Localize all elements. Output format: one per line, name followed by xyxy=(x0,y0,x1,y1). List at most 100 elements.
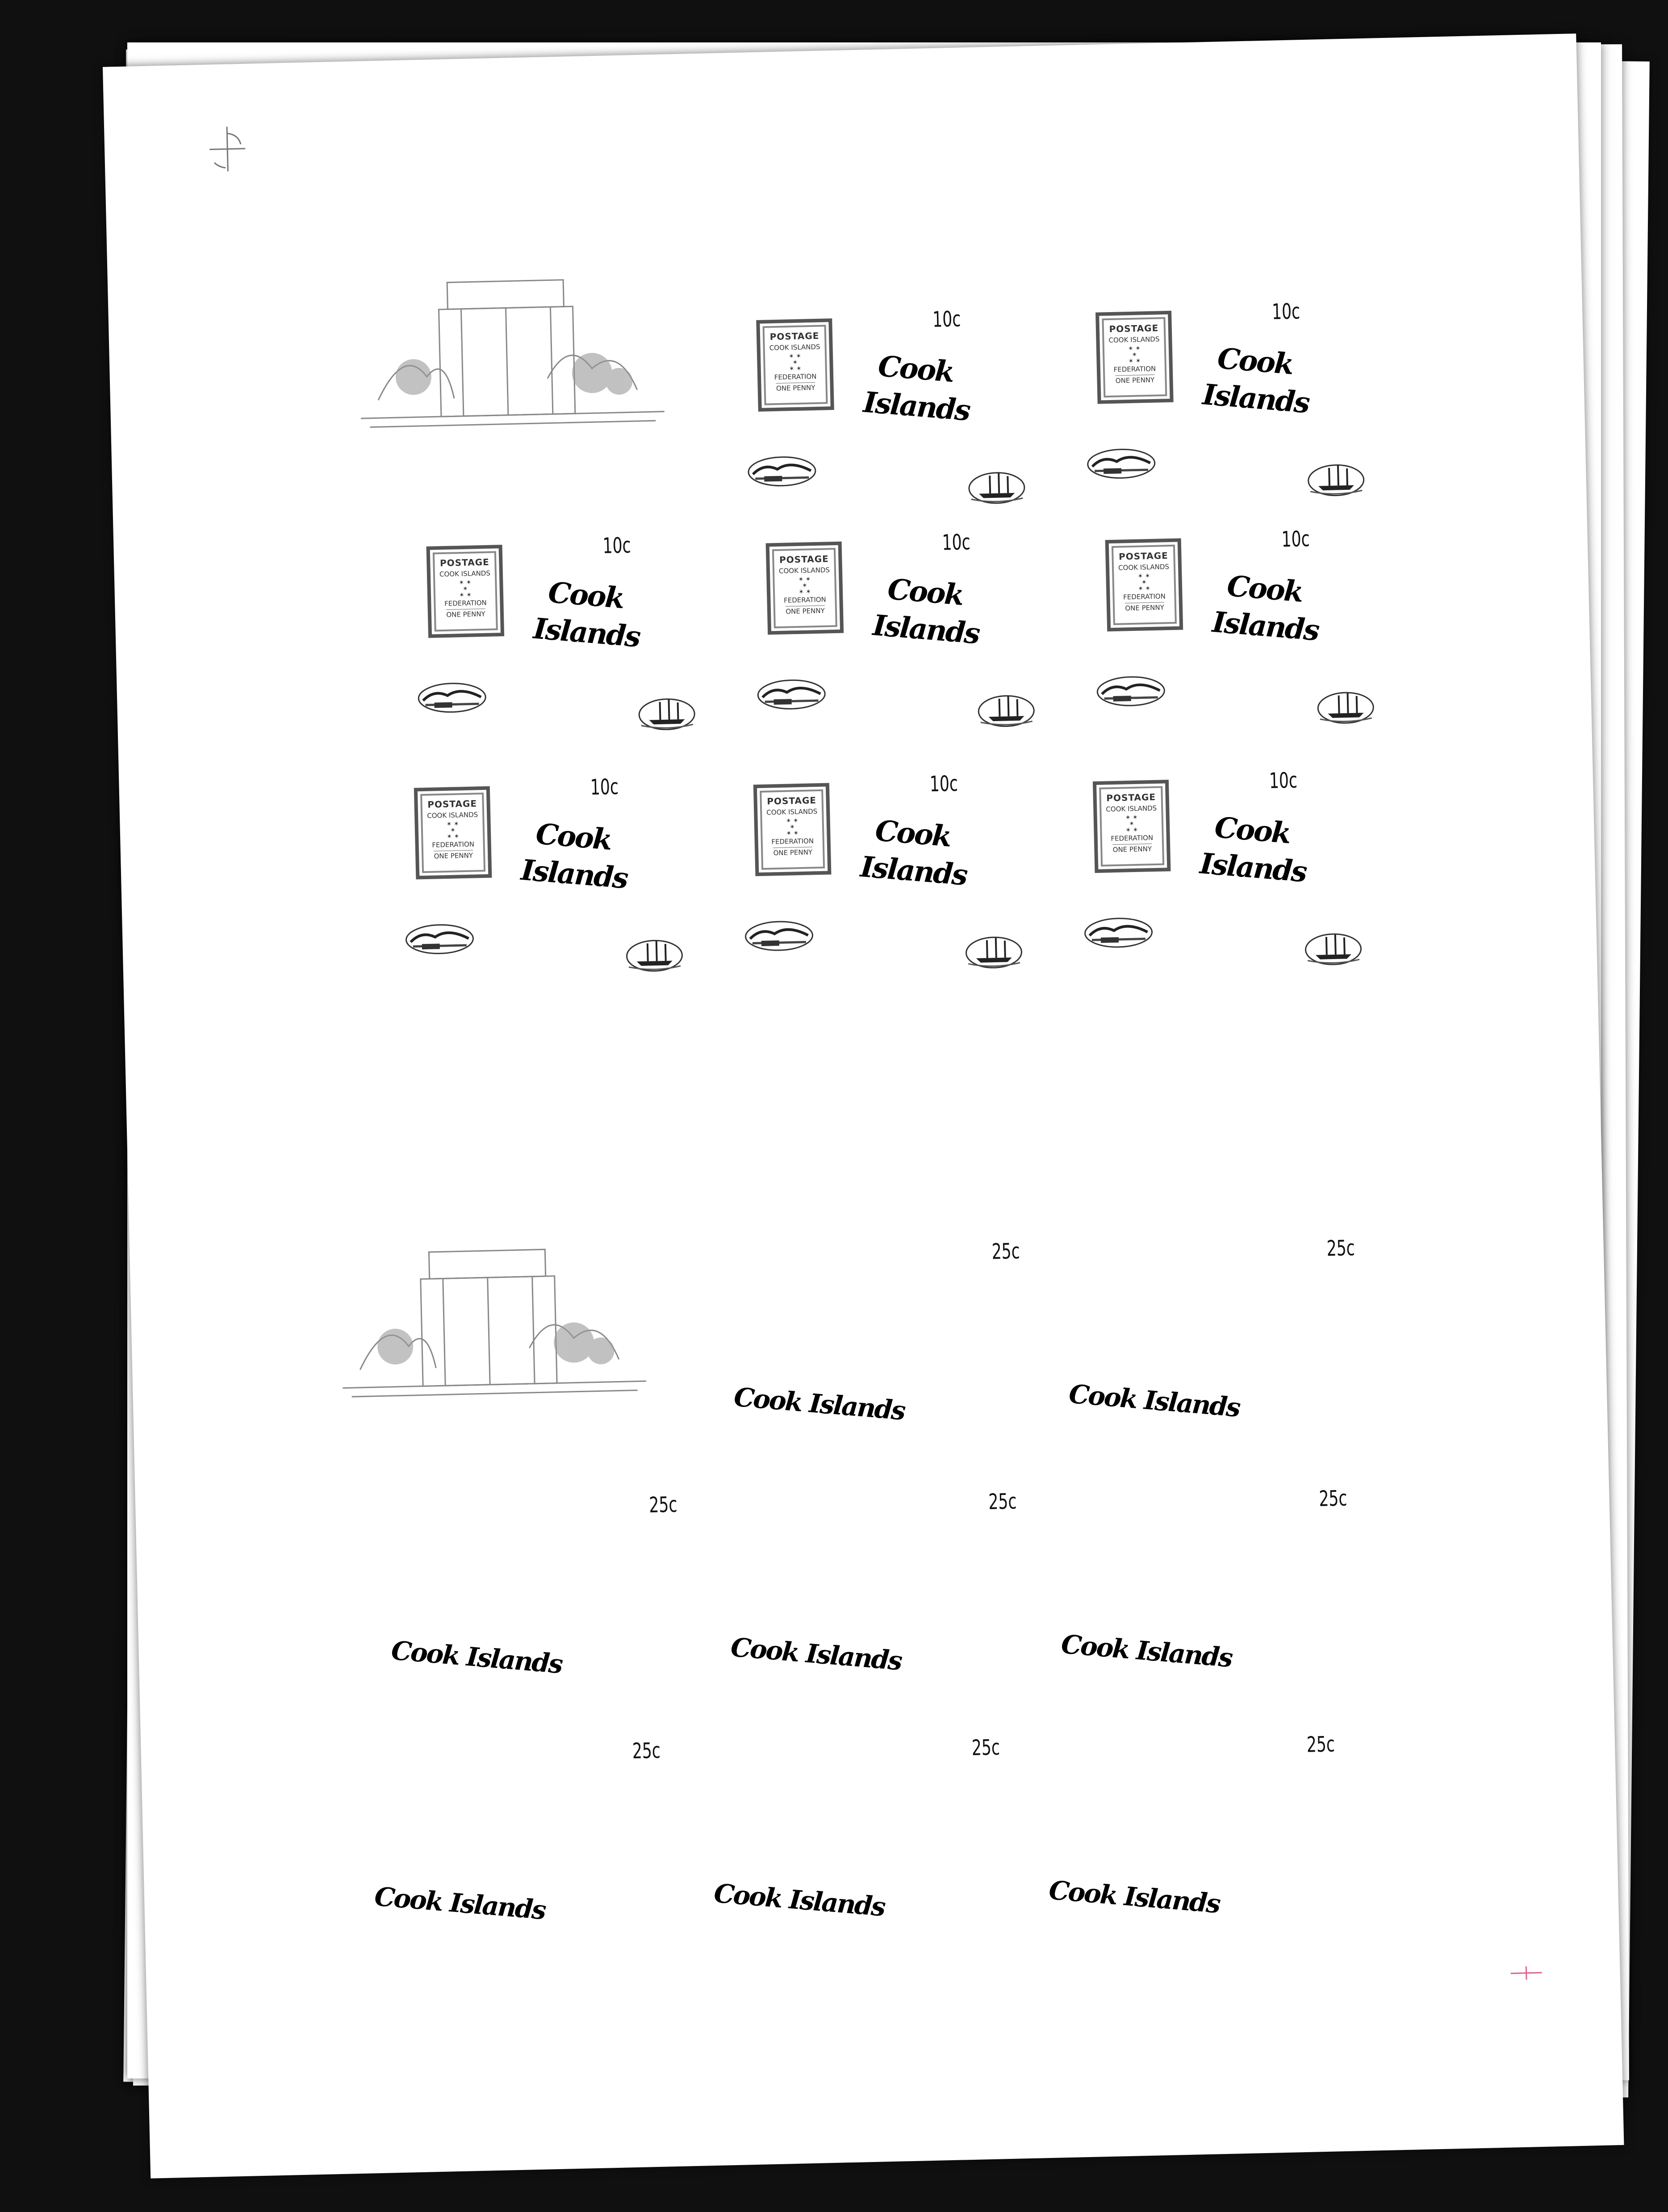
mini-stamp-federation: POSTAGE COOK ISLANDS ✶ ✶✶✶ ✶ FEDERATION … xyxy=(756,318,834,412)
denomination-10c: 10c xyxy=(932,306,961,332)
ship-vignette-icon xyxy=(978,695,1035,727)
denomination-25c: 25c xyxy=(1306,1732,1335,1757)
mini-stamp-cook-islands: COOK ISLANDS xyxy=(778,566,830,575)
mini-stamp-federation-label: FEDERATION xyxy=(1113,364,1156,374)
country-name-line2: Islands xyxy=(1201,378,1310,420)
pink-mark-corner xyxy=(1510,1966,1542,1980)
ship-vignette-icon xyxy=(1308,464,1365,497)
ship-vignette-icon xyxy=(1305,933,1362,965)
mini-stamp-postage: POSTAGE xyxy=(779,553,829,565)
country-name-line1: Cook xyxy=(877,349,955,389)
mini-stamp-federation: POSTAGE COOK ISLANDS ✶ ✶✶✶ ✶ FEDERATION … xyxy=(765,541,844,635)
mini-stamp-federation-label: FEDERATION xyxy=(774,372,817,382)
pencil-mark-corner xyxy=(209,126,246,171)
country-name: Cook Islands xyxy=(1048,1874,1221,1919)
denomination-10c: 10c xyxy=(590,774,619,800)
mini-stamp-postage: POSTAGE xyxy=(769,330,819,342)
country-name-line2: Islands xyxy=(519,853,629,896)
mini-stamp-one-penny: ONE PENNY xyxy=(786,605,825,616)
mini-stamp-cook-islands: COOK ISLANDS xyxy=(1118,563,1170,572)
country-name: Cook Islands xyxy=(373,1881,547,1926)
mini-stamp-cook-islands: COOK ISLANDS xyxy=(427,810,478,820)
denomination-25c: 25c xyxy=(1326,1235,1355,1261)
mini-stamp-federation-label: FEDERATION xyxy=(432,840,475,849)
mini-stamp-postage: POSTAGE xyxy=(439,556,490,569)
mini-stamp-postage: POSTAGE xyxy=(767,795,817,807)
country-name-line1: Cook xyxy=(1213,810,1292,851)
mini-stamp-federation-label: FEDERATION xyxy=(1111,834,1154,843)
mini-stamp-federation: POSTAGE COOK ISLANDS ✶ ✶✶✶ ✶ FEDERATION … xyxy=(1095,310,1174,404)
denomination-25c: 25c xyxy=(991,1239,1020,1265)
mini-stamp-federation-label: FEDERATION xyxy=(771,837,814,846)
denomination-10c: 10c xyxy=(1281,526,1310,552)
ship-vignette-icon xyxy=(626,939,683,972)
mini-stamp-cook-islands: COOK ISLANDS xyxy=(439,569,491,579)
denomination-25c: 25c xyxy=(988,1489,1017,1515)
star-cluster-icon: ✶ ✶✶✶ ✶ xyxy=(798,576,811,596)
country-name-line1: Cook xyxy=(1225,569,1304,609)
proof-sheet: POSTAGE COOK ISLANDS ✶ ✶✶✶ ✶ FEDERATION … xyxy=(103,33,1624,2179)
mini-stamp-cook-islands: COOK ISLANDS xyxy=(1108,335,1160,345)
country-name: Cook Islands xyxy=(713,1878,886,1923)
denomination-10c: 10c xyxy=(1269,768,1298,794)
star-cluster-icon: ✶ ✶✶✶ ✶ xyxy=(788,352,802,373)
country-name-line2: Islands xyxy=(532,612,641,654)
mini-stamp-one-penny: ONE PENNY xyxy=(1115,374,1155,385)
mini-stamp-one-penny: ONE PENNY xyxy=(1125,602,1164,613)
mini-stamp-federation: POSTAGE COOK ISLANDS ✶ ✶✶✶ ✶ FEDERATION … xyxy=(753,783,832,876)
country-name: Cook Islands xyxy=(732,1381,906,1426)
country-name-line1: Cook xyxy=(1216,342,1294,382)
ship-vignette-icon xyxy=(1317,692,1374,724)
country-name-line1: Cook xyxy=(874,814,952,854)
building-vignette-top xyxy=(360,279,665,428)
mini-stamp-federation-label: FEDERATION xyxy=(1123,592,1166,601)
mini-stamp-federation: POSTAGE COOK ISLANDS ✶ ✶✶✶ ✶ FEDERATION … xyxy=(414,786,492,880)
harbour-vignette-icon xyxy=(757,679,826,710)
denomination-25c: 25c xyxy=(648,1492,677,1518)
mini-stamp-federation-label: FEDERATION xyxy=(444,598,487,608)
denomination-25c: 25c xyxy=(632,1738,661,1764)
country-name-line2: Islands xyxy=(1211,605,1320,648)
mini-stamp-federation: POSTAGE COOK ISLANDS ✶ ✶✶✶ ✶ FEDERATION … xyxy=(426,544,505,638)
country-name-line2: Islands xyxy=(871,609,981,651)
mini-stamp-postage: POSTAGE xyxy=(427,798,477,810)
ship-vignette-icon xyxy=(968,472,1025,504)
country-name: Cook Islands xyxy=(390,1635,563,1680)
country-name-line2: Islands xyxy=(862,385,971,428)
mini-stamp-one-penny: ONE PENNY xyxy=(776,382,815,392)
ship-vignette-icon xyxy=(638,698,695,730)
mini-stamp-cook-islands: COOK ISLANDS xyxy=(766,807,818,817)
harbour-vignette-icon xyxy=(748,456,816,487)
denomination-25c: 25c xyxy=(971,1735,1000,1761)
mini-stamp-federation: POSTAGE COOK ISLANDS ✶ ✶✶✶ ✶ FEDERATION … xyxy=(1105,538,1183,632)
harbour-vignette-icon xyxy=(1084,918,1153,948)
star-cluster-icon: ✶ ✶✶✶ ✶ xyxy=(1128,345,1141,365)
country-name-line1: Cook xyxy=(547,576,625,616)
denomination-10c: 10c xyxy=(1271,299,1300,325)
harbour-vignette-icon xyxy=(1096,676,1165,706)
harbour-vignette-icon xyxy=(1087,448,1156,479)
country-name-line1: Cook xyxy=(886,572,965,612)
country-name-line1: Cook xyxy=(535,817,613,857)
mini-stamp-postage: POSTAGE xyxy=(1106,791,1156,804)
mini-stamp-one-penny: ONE PENNY xyxy=(1112,843,1152,854)
denomination-10c: 10c xyxy=(942,530,971,555)
harbour-vignette-icon xyxy=(418,683,486,713)
mini-stamp-cook-islands: COOK ISLANDS xyxy=(769,342,820,352)
mini-stamp-postage: POSTAGE xyxy=(1118,550,1169,562)
country-name-line2: Islands xyxy=(1198,847,1308,889)
denomination-10c: 10c xyxy=(929,771,958,797)
top-stamp-grid: POSTAGE COOK ISLANDS ✶ ✶✶✶ ✶ FEDERATION … xyxy=(103,33,1576,972)
star-cluster-icon: ✶ ✶✶✶ ✶ xyxy=(786,817,799,837)
mini-stamp-postage: POSTAGE xyxy=(1109,322,1159,335)
harbour-vignette-icon xyxy=(745,921,814,951)
mini-stamp-one-penny: ONE PENNY xyxy=(434,850,473,860)
star-cluster-icon: ✶ ✶✶✶ ✶ xyxy=(459,579,472,599)
mini-stamp-one-penny: ONE PENNY xyxy=(446,608,485,619)
country-name-line2: Islands xyxy=(859,850,968,893)
country-name: Cook Islands xyxy=(1060,1629,1233,1674)
mini-stamp-federation: POSTAGE COOK ISLANDS ✶ ✶✶✶ ✶ FEDERATION … xyxy=(1092,780,1171,873)
star-cluster-icon: ✶ ✶✶✶ ✶ xyxy=(1137,572,1151,593)
denomination-25c: 25c xyxy=(1318,1486,1348,1512)
